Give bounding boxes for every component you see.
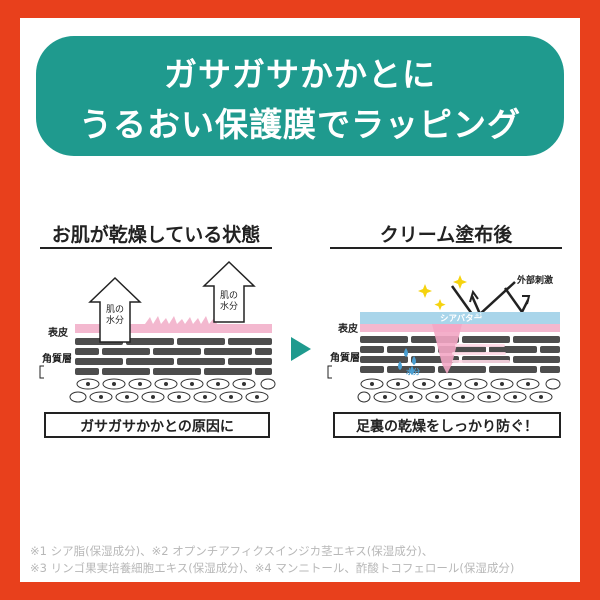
right-stratum-label: 角質層 xyxy=(330,351,360,364)
headline-line-1: ガサガサかかとに xyxy=(164,55,436,94)
headline-line-2: うるおい保護膜でラッピング xyxy=(79,105,521,144)
footnote-line-2: ※3 リンゴ果実培養細胞エキス(保湿成分)、※4 マンニトール、酢酸トコフェロー… xyxy=(30,561,515,575)
penetration-funnel xyxy=(432,324,462,374)
right-surface-label: 表皮 xyxy=(337,322,358,335)
stimulus-arrow-2 xyxy=(450,285,474,315)
left-cracked-surface xyxy=(145,316,217,324)
left-epidermis-layer xyxy=(75,324,272,333)
left-stratum-bracket xyxy=(39,365,44,379)
shea-butter-layer xyxy=(360,312,560,324)
external-stimulus-label: 外部刺激 xyxy=(516,274,553,286)
shea-butter-label: シアバター xyxy=(440,313,482,324)
shea-butter-note: ※1 xyxy=(475,313,482,319)
spark-icons xyxy=(418,275,467,311)
moisture-label: 水分 xyxy=(406,367,420,376)
left-surface-label: 表皮 xyxy=(47,326,68,339)
protected-skin-diagram: 外部刺激 シアバター ※1 表皮 角質層 xyxy=(327,274,561,403)
penetration-ingredients xyxy=(452,344,510,363)
arrow2-text-1: 肌の xyxy=(220,290,238,301)
right-heading-underline xyxy=(330,247,562,249)
right-caption: 足裏の乾燥をしっかり防ぐ！ xyxy=(333,412,561,438)
stimulus-arrow-3 xyxy=(503,287,530,315)
dry-skin-diagram: 表皮 角質層 肌の 水分 肌の 水分 xyxy=(39,260,276,403)
left-heading: お肌が乾燥している状態 xyxy=(51,224,261,246)
left-stratum-corneum xyxy=(75,338,272,375)
left-stratum-label: 角質層 xyxy=(42,352,72,365)
arrow2-text-2: 水分 xyxy=(220,300,238,312)
right-stratum-corneum xyxy=(360,336,560,373)
right-heading: クリーム塗布後 xyxy=(379,224,513,246)
footnote-line-1: ※1 シア脂(保湿成分)、※2 オプンチアフィクスインジカ茎エキス(保湿成分)、 xyxy=(30,544,434,558)
right-cell-layer xyxy=(357,378,561,403)
left-caption: ガサガサかかとの原因に xyxy=(44,412,270,438)
arrow1-text-1: 肌の xyxy=(106,304,124,315)
transition-arrow-icon xyxy=(291,337,311,361)
moisture-loss-arrow-1 xyxy=(88,276,142,343)
left-heading-underline xyxy=(40,247,272,249)
right-stratum-bracket xyxy=(327,365,332,379)
moisture-loss-arrow-2 xyxy=(202,260,256,323)
water-drop-icons xyxy=(398,348,416,375)
headline-banner: ガサガサかかとに うるおい保護膜でラッピング xyxy=(36,36,564,156)
arrow1-text-2: 水分 xyxy=(106,314,124,326)
